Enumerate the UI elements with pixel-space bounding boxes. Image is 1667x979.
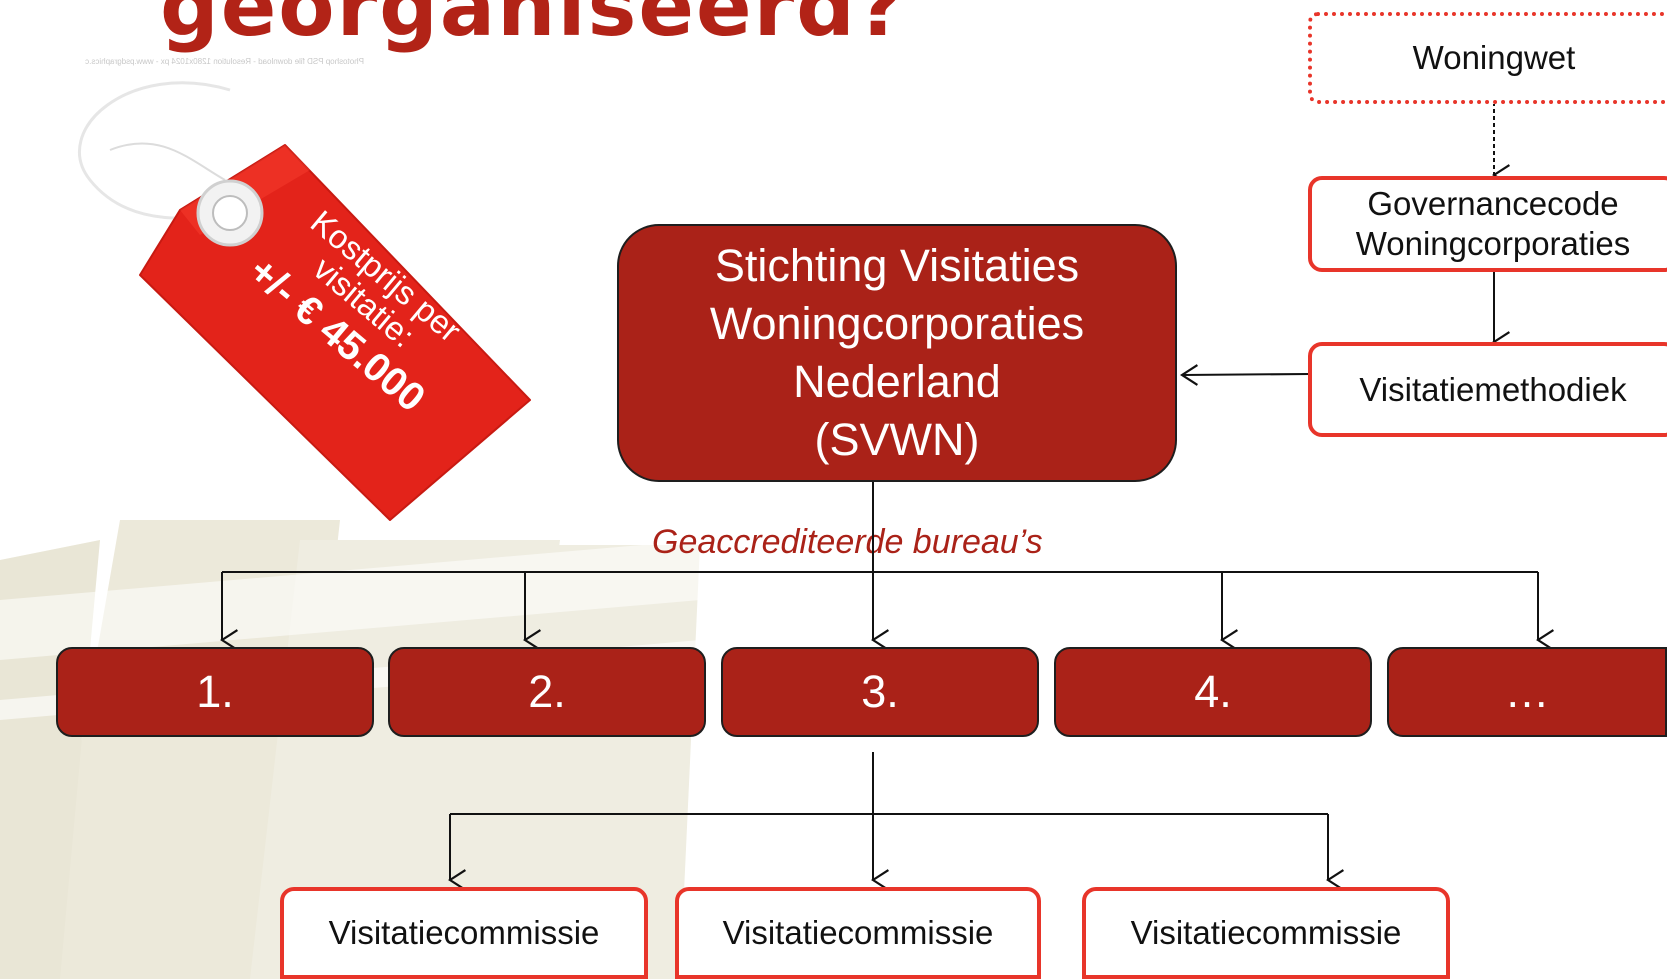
bureau-label-2: 2. [528,666,566,717]
bureau-box-2: 2. [388,647,706,737]
bureau-label-4: 4. [1194,666,1232,717]
commissie-label-1: Visitatiecommissie [328,914,600,952]
slide-title: georganiseerd? [160,0,907,55]
visitatiemethodiek-label: Visitatiemethodiek [1359,370,1627,408]
price-tag: Kostprijs per visitatie: +/- € 45.000 [70,70,540,540]
woningwet-label: Woningwet [1412,39,1576,76]
bureau-box-5: … [1387,647,1667,737]
commissie-label-2: Visitatiecommissie [722,914,994,952]
bureau-box-4: 4. [1054,647,1372,737]
bureau-box-1: 1. [56,647,374,737]
commissie-box-3: Visitatiecommissie [1082,887,1450,979]
svwn-line4: (SVWN) [814,414,980,465]
svwn-line1: Stichting Visitaties [714,240,1080,291]
price-tag-shape [77,81,531,521]
bureau-label-1: 1. [196,666,234,717]
visitatiemethodiek-box: Visitatiemethodiek [1308,342,1667,437]
governancecode-line2: Woningcorporaties [1355,225,1631,262]
commissie-label-3: Visitatiecommissie [1130,914,1402,952]
bureau-label-5: … [1504,666,1550,717]
woningwet-box: Woningwet [1308,12,1667,104]
bureau-label-3: 3. [861,666,899,717]
svwn-line3: Nederland [793,356,1001,407]
watermark-text: Photoshop PSD file download - Resolution… [85,57,364,66]
commissie-box-2: Visitatiecommissie [675,887,1041,979]
bureau-box-3: 3. [721,647,1039,737]
governancecode-line1: Governancecode [1367,185,1619,223]
svwn-box: Stichting Visitaties Woningcorporaties N… [617,224,1177,482]
svwn-line2: Woningcorporaties [709,298,1085,349]
accredited-bureaus-label: Geaccrediteerde bureau’s [652,523,1043,561]
commissie-box-1: Visitatiecommissie [280,887,648,979]
governancecode-box: Governancecode Woningcorporaties [1308,176,1667,272]
